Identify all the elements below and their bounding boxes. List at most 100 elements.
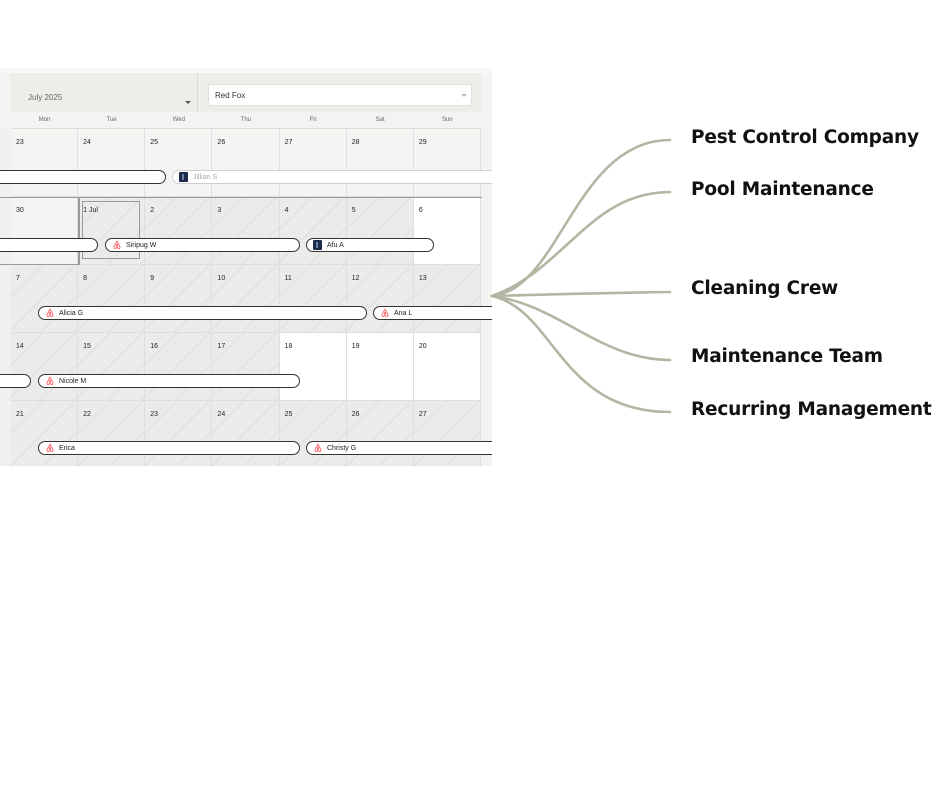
airbnb-icon <box>46 308 54 317</box>
booking-bar-nicole[interactable]: Nicole M <box>38 374 300 388</box>
day-number: 24 <box>217 411 226 418</box>
guest-name: Ana L <box>394 309 413 317</box>
day-number: 26 <box>217 139 226 146</box>
day-number: 17 <box>217 343 226 350</box>
day-cell[interactable]: 22 <box>78 401 146 466</box>
booking-bar-jillian[interactable]: Jillian S <box>172 170 492 184</box>
day-cell[interactable]: 18 <box>279 333 347 401</box>
day-number: 4 <box>284 207 289 214</box>
day-cell[interactable]: 15 <box>78 333 146 401</box>
day-cell[interactable]: 10 <box>212 265 280 333</box>
day-cell[interactable]: 20 <box>413 333 481 401</box>
day-number: 5 <box>351 207 356 214</box>
day-cell[interactable]: 26 <box>346 401 414 466</box>
day-cell[interactable]: 16 <box>145 333 213 401</box>
day-cell[interactable]: 27 <box>413 401 481 466</box>
booking-bar-christy[interactable]: Christy G <box>306 441 492 455</box>
day-number: 22 <box>83 411 91 418</box>
day-cell[interactable]: 24 <box>212 401 280 466</box>
day-number: 25 <box>284 411 293 418</box>
day-cell[interactable]: 11 <box>279 265 347 333</box>
guest-name: Christy G <box>327 444 357 452</box>
chevron-down-icon <box>461 94 467 97</box>
day-cell[interactable]: 14 <box>11 333 79 401</box>
day-cell[interactable]: 24 <box>78 129 146 197</box>
day-cell[interactable]: 8 <box>78 265 146 333</box>
day-number: 27 <box>284 139 293 146</box>
day-number: 7 <box>16 275 20 282</box>
previous-month-edge <box>0 129 11 466</box>
day-number: 9 <box>150 275 155 282</box>
day-cell[interactable]: 19 <box>346 333 414 401</box>
weekday-fri: Fri <box>309 117 317 123</box>
guest-name: Erica <box>59 444 75 452</box>
booking-bar-ana[interactable]: Ana L <box>373 306 492 320</box>
day-number: 20 <box>418 343 427 350</box>
day-cell[interactable]: 1 Jul <box>78 197 146 265</box>
day-number: 24 <box>83 139 91 146</box>
day-cell[interactable]: 13 <box>413 265 481 333</box>
booking-bar-previous[interactable] <box>0 170 166 184</box>
connector-cleaning-crew <box>490 290 672 298</box>
month-label: July 2025 <box>28 93 63 102</box>
booking-bar-afu[interactable]: Afu A <box>306 238 434 252</box>
day-cell[interactable]: 25 <box>145 129 213 197</box>
airbnb-icon <box>113 240 121 249</box>
day-cell[interactable]: 23 <box>11 129 79 197</box>
guest-name: Afu A <box>327 241 344 249</box>
day-cell[interactable]: 28 <box>346 129 414 197</box>
day-cell[interactable]: 27 <box>279 129 347 197</box>
weekday-tue: Tue <box>106 117 117 123</box>
day-number: 15 <box>83 343 91 350</box>
guest-name: Jillian S <box>193 173 218 181</box>
day-number: 12 <box>351 275 360 282</box>
booking-bar-alicia[interactable]: Alicia G <box>38 306 367 320</box>
day-number: 1 Jul <box>83 207 98 214</box>
connector-pest-control <box>490 138 672 298</box>
day-cell[interactable]: 3 <box>212 197 280 265</box>
day-cell[interactable]: 4 <box>279 197 347 265</box>
day-cell[interactable]: 29 <box>413 129 481 197</box>
day-cell[interactable]: 2 <box>145 197 213 265</box>
day-cell[interactable]: 12 <box>346 265 414 333</box>
airbnb-icon <box>314 443 322 452</box>
day-cell[interactable]: 9 <box>145 265 213 333</box>
day-number: 10 <box>217 275 226 282</box>
connector-pool-maintenance <box>490 190 672 298</box>
day-number: 19 <box>351 343 360 350</box>
booking-com-icon <box>313 240 322 250</box>
booking-bar-previous[interactable] <box>0 238 98 252</box>
day-cell[interactable]: 25 <box>279 401 347 466</box>
day-cell[interactable]: 26 <box>212 129 280 197</box>
day-number: 16 <box>150 343 159 350</box>
day-cell[interactable]: 21 <box>11 401 79 466</box>
weekday-header-row: Mon Tue Wed Thu Fri Sat Sun <box>11 112 481 129</box>
connector-recurring-management <box>490 294 672 414</box>
day-cell[interactable]: 17 <box>212 333 280 401</box>
category-maintenance-team: Maintenance Team <box>691 346 883 367</box>
weekday-mon: Mon <box>38 117 51 123</box>
day-number: 8 <box>83 275 88 282</box>
category-pest-control: Pest Control Company <box>691 127 919 148</box>
day-number: 27 <box>418 411 427 418</box>
airbnb-icon <box>46 443 54 452</box>
booking-bar-erica[interactable]: Erica <box>38 441 300 455</box>
booking-com-icon <box>179 172 188 182</box>
weekday-thu: Thu <box>240 117 252 123</box>
day-number: 2 <box>150 207 155 214</box>
property-selector[interactable]: Red Fox <box>208 84 472 106</box>
day-number: 14 <box>16 343 24 350</box>
booking-bar-siripug[interactable]: Siripug W <box>105 238 300 252</box>
day-cell[interactable]: 23 <box>145 401 213 466</box>
booking-bar-previous[interactable] <box>0 374 31 388</box>
month-selector[interactable]: July 2025 <box>11 73 198 112</box>
day-cell[interactable]: 5 <box>346 197 414 265</box>
guest-name: Siripug W <box>126 241 157 249</box>
category-pool-maintenance: Pool Maintenance <box>691 179 874 200</box>
day-cell[interactable]: 6 <box>413 197 481 265</box>
day-number: 28 <box>351 139 360 146</box>
day-number: 26 <box>351 411 360 418</box>
calendar-grid: 23 24 25 26 27 28 29 30 1 Jul 2 3 4 5 6 … <box>11 129 481 466</box>
day-number: 21 <box>16 411 24 418</box>
day-cell[interactable]: 7 <box>11 265 79 333</box>
